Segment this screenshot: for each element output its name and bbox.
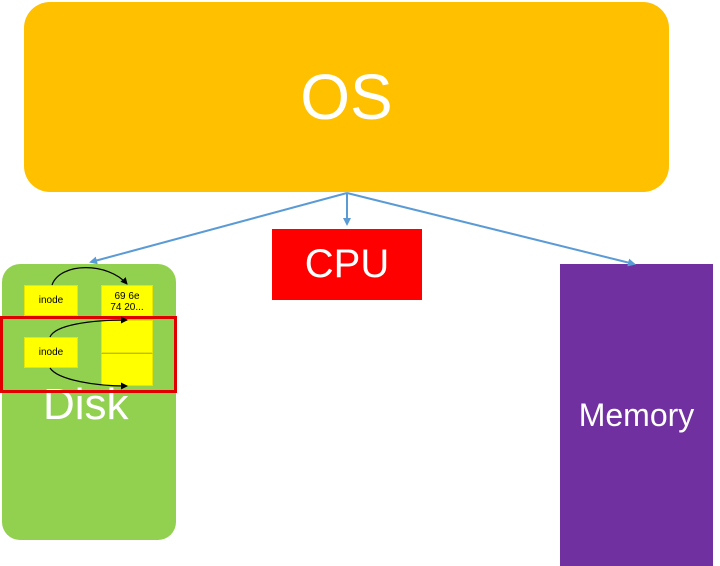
os-box: OS [24,2,669,192]
pointer-inode2-to-data2 [49,316,128,338]
inode-label: inode [38,295,64,306]
cpu-label: CPU [304,242,390,286]
highlight-rectangle [0,316,177,393]
disk-label: Disk [43,380,129,429]
pointer-inode2-to-data3 [49,367,128,390]
memory-label: Memory [578,396,695,433]
inode-label: inode [38,347,64,358]
inode-block-top: inode [24,285,78,316]
data-block-line2: 74 20... [110,302,144,313]
data-block-top: 69 6e 74 20... [101,285,153,319]
arrow-os-to-disk [89,192,348,265]
cpu-box: CPU [272,229,422,300]
arrow-os-to-memory [346,192,636,267]
os-label: OS [300,61,393,133]
inode-block-bottom: inode [24,337,78,368]
data-block-line1: 69 6e [114,291,140,302]
pointer-inode1-to-data1 [51,267,128,286]
memory-box: Memory [560,264,713,566]
